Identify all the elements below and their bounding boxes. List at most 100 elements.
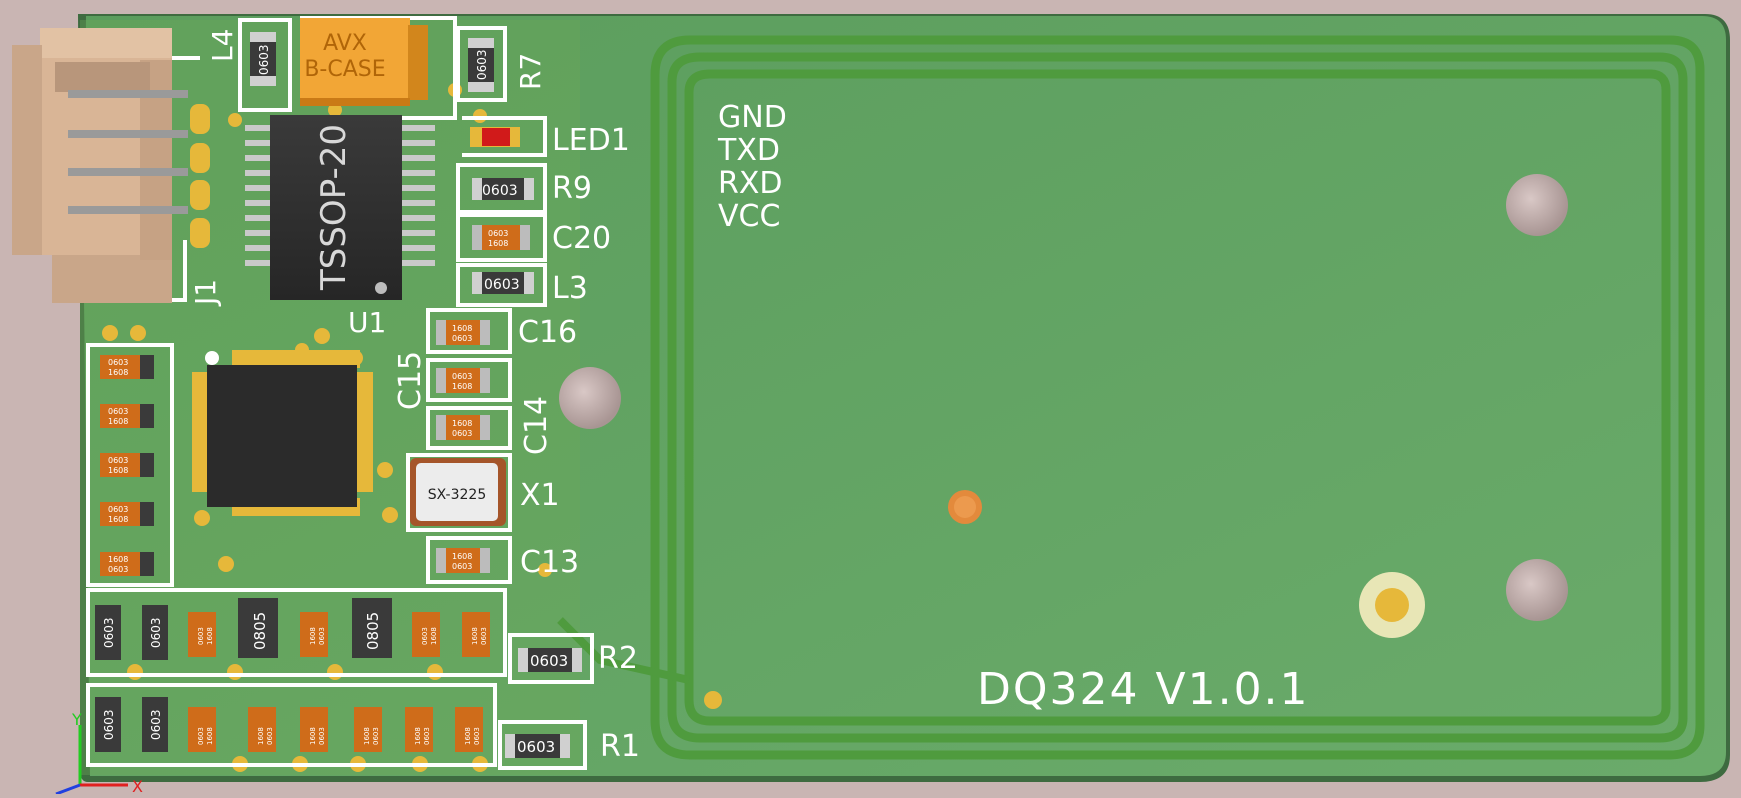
pin-label-txd: TXD xyxy=(717,133,780,168)
left-capacitor-column: 0603 1608 0603 1608 0603 1608 0603 1608 … xyxy=(86,343,174,587)
svg-text:1608: 1608 xyxy=(108,515,128,524)
resistor-r1: 0603 xyxy=(498,720,587,770)
j1-outline xyxy=(172,56,200,302)
crystal-x1: SX-3225 xyxy=(406,453,512,532)
svg-text:0603: 0603 xyxy=(475,49,489,80)
crystal-label: SX-3225 xyxy=(428,487,486,503)
svg-text:1608: 1608 xyxy=(363,727,371,745)
svg-text:0603: 0603 xyxy=(108,565,128,574)
svg-text:0603: 0603 xyxy=(266,727,274,745)
svg-text:0603: 0603 xyxy=(197,627,205,645)
mounting-hole-icon xyxy=(1506,174,1568,236)
ic-u1: TSSOP-20 xyxy=(245,115,435,300)
svg-text:0603: 0603 xyxy=(530,652,568,670)
svg-text:0603: 0603 xyxy=(452,372,472,381)
svg-text:1608: 1608 xyxy=(452,382,472,391)
svg-text:0805: 0805 xyxy=(364,612,382,650)
svg-text:1608: 1608 xyxy=(452,552,472,561)
designator-r2: R2 xyxy=(598,641,638,676)
capacitor-c13: 1608 0603 xyxy=(426,536,512,584)
svg-text:1608: 1608 xyxy=(488,239,508,248)
svg-text:0603: 0603 xyxy=(423,727,431,745)
svg-text:0603: 0603 xyxy=(149,709,163,740)
resistor-r9: 0603 xyxy=(456,163,547,214)
capacitor-c14: 1608 0603 xyxy=(426,406,512,450)
board-name: DQ324 V1.0.1 xyxy=(977,664,1310,715)
svg-text:0603: 0603 xyxy=(484,277,520,293)
designator-j1: J1 xyxy=(189,279,222,307)
tantalum-line1: AVX xyxy=(323,31,367,56)
mounting-hole-icon xyxy=(1506,559,1568,621)
antenna-coil xyxy=(650,35,1705,760)
svg-text:1608: 1608 xyxy=(206,727,214,745)
connector-j1 xyxy=(12,28,188,303)
designator-c16: C16 xyxy=(518,315,577,350)
resistor-r2: 0603 xyxy=(508,633,594,684)
connector-j1-pads xyxy=(190,104,210,248)
capacitor-c20: 0603 1608 xyxy=(456,213,547,262)
designator-u1: U1 xyxy=(348,306,386,339)
pin-label-group: GND TXD RXD VCC xyxy=(717,100,787,234)
svg-text:0603: 0603 xyxy=(108,358,128,367)
svg-text:0805: 0805 xyxy=(251,612,269,650)
capacitor-c15: 0603 1608 xyxy=(426,358,512,402)
svg-text:1608: 1608 xyxy=(108,555,128,564)
svg-text:0603: 0603 xyxy=(108,407,128,416)
svg-text:0603: 0603 xyxy=(197,727,205,745)
mounting-hole-icon xyxy=(559,367,621,429)
svg-text:0603: 0603 xyxy=(452,334,472,343)
svg-text:1608: 1608 xyxy=(414,727,422,745)
svg-text:1608: 1608 xyxy=(471,627,479,645)
svg-text:0603: 0603 xyxy=(452,562,472,571)
svg-text:1608: 1608 xyxy=(257,727,265,745)
svg-text:0603: 0603 xyxy=(372,727,380,745)
svg-text:0603: 0603 xyxy=(318,727,326,745)
resistor-r7: 0603 xyxy=(456,26,507,102)
svg-text:1608: 1608 xyxy=(452,419,472,428)
inductor-l4: 0603 xyxy=(238,18,292,112)
svg-text:1608: 1608 xyxy=(452,324,472,333)
svg-text:1608: 1608 xyxy=(108,417,128,426)
svg-text:0603: 0603 xyxy=(421,627,429,645)
axis-y-label: Y xyxy=(71,710,82,729)
designator-r9: R9 xyxy=(552,171,592,206)
svg-text:0603: 0603 xyxy=(102,709,116,740)
svg-text:0603: 0603 xyxy=(517,738,555,756)
svg-text:1608: 1608 xyxy=(309,727,317,745)
svg-text:1608: 1608 xyxy=(206,627,214,645)
svg-text:1608: 1608 xyxy=(108,466,128,475)
svg-text:0603: 0603 xyxy=(488,229,508,238)
designator-c14: C14 xyxy=(519,396,554,455)
pin-label-gnd: GND xyxy=(718,100,787,135)
designator-x1: X1 xyxy=(520,478,560,513)
svg-text:1608: 1608 xyxy=(430,627,438,645)
designator-c13: C13 xyxy=(520,545,579,580)
inductor-l3: 0603 xyxy=(456,263,547,307)
test-point-icon xyxy=(1359,572,1425,638)
axis-x-label: X xyxy=(132,777,143,794)
tssop-label: TSSOP-20 xyxy=(314,124,354,291)
led-led1 xyxy=(462,116,547,157)
svg-text:1608: 1608 xyxy=(309,627,317,645)
svg-text:0603: 0603 xyxy=(108,456,128,465)
via xyxy=(704,691,722,709)
ic-mcu xyxy=(192,350,373,516)
designator-c20: C20 xyxy=(552,221,611,256)
svg-text:0603: 0603 xyxy=(480,627,488,645)
tantalum-line2: B-CASE xyxy=(304,57,385,82)
pin-label-vcc: VCC xyxy=(718,199,780,234)
designator-c15: C15 xyxy=(393,351,428,410)
svg-text:1608: 1608 xyxy=(108,368,128,377)
svg-text:0603: 0603 xyxy=(149,617,163,648)
designator-l3: L3 xyxy=(552,271,588,306)
svg-text:0603: 0603 xyxy=(482,183,518,199)
svg-text:0603: 0603 xyxy=(452,429,472,438)
pin-label-rxd: RXD xyxy=(718,166,783,201)
svg-text:0603: 0603 xyxy=(473,727,481,745)
svg-text:0603: 0603 xyxy=(257,44,271,75)
designator-r7: R7 xyxy=(514,53,547,90)
